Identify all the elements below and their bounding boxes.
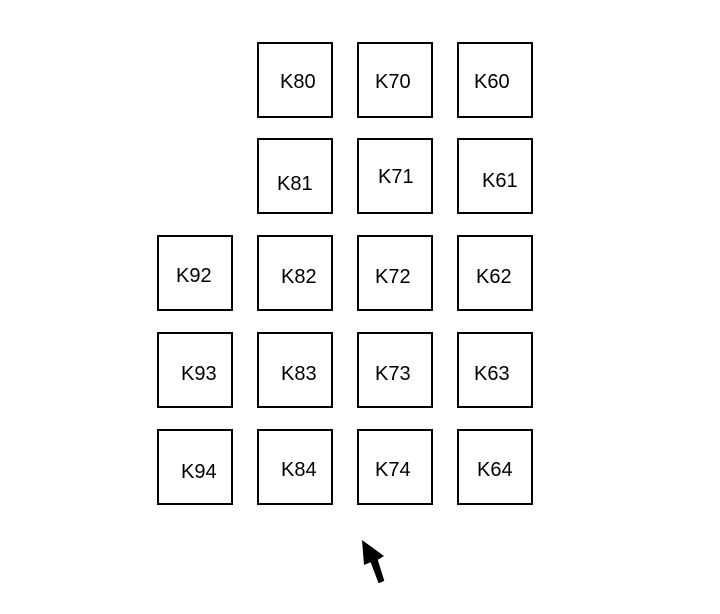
box-k72: K72 (357, 235, 433, 311)
box-label-k82: K82 (281, 266, 317, 288)
arrow-up-left-icon (362, 540, 385, 584)
arrow-shape (362, 540, 385, 584)
box-label-k84: K84 (281, 459, 317, 481)
box-k84: K84 (257, 429, 333, 505)
box-k83: K83 (257, 332, 333, 408)
box-label-k74: K74 (375, 459, 411, 481)
box-k81: K81 (257, 138, 333, 214)
box-label-k60: K60 (474, 71, 510, 93)
box-k61: K61 (457, 138, 533, 214)
box-k60: K60 (457, 42, 533, 118)
box-label-k92: K92 (176, 265, 212, 287)
box-k73: K73 (357, 332, 433, 408)
box-label-k93: K93 (181, 363, 217, 385)
box-label-k63: K63 (474, 363, 510, 385)
box-label-k61: K61 (482, 170, 518, 192)
box-label-k80: K80 (280, 71, 316, 93)
box-k82: K82 (257, 235, 333, 311)
box-label-k83: K83 (281, 363, 317, 385)
box-k93: K93 (157, 332, 233, 408)
box-k63: K63 (457, 332, 533, 408)
box-label-k94: K94 (181, 461, 217, 483)
box-label-k62: K62 (476, 266, 512, 288)
box-k64: K64 (457, 429, 533, 505)
box-k74: K74 (357, 429, 433, 505)
box-label-k73: K73 (375, 363, 411, 385)
box-k62: K62 (457, 235, 533, 311)
box-label-k71: K71 (378, 166, 414, 188)
box-k94: K94 (157, 429, 233, 505)
box-k70: K70 (357, 42, 433, 118)
box-k92: K92 (157, 235, 233, 311)
box-label-k70: K70 (375, 71, 411, 93)
box-label-k64: K64 (477, 459, 513, 481)
box-k80: K80 (257, 42, 333, 118)
box-label-k81: K81 (277, 173, 313, 195)
box-k71: K71 (357, 138, 433, 214)
box-label-k72: K72 (375, 266, 411, 288)
